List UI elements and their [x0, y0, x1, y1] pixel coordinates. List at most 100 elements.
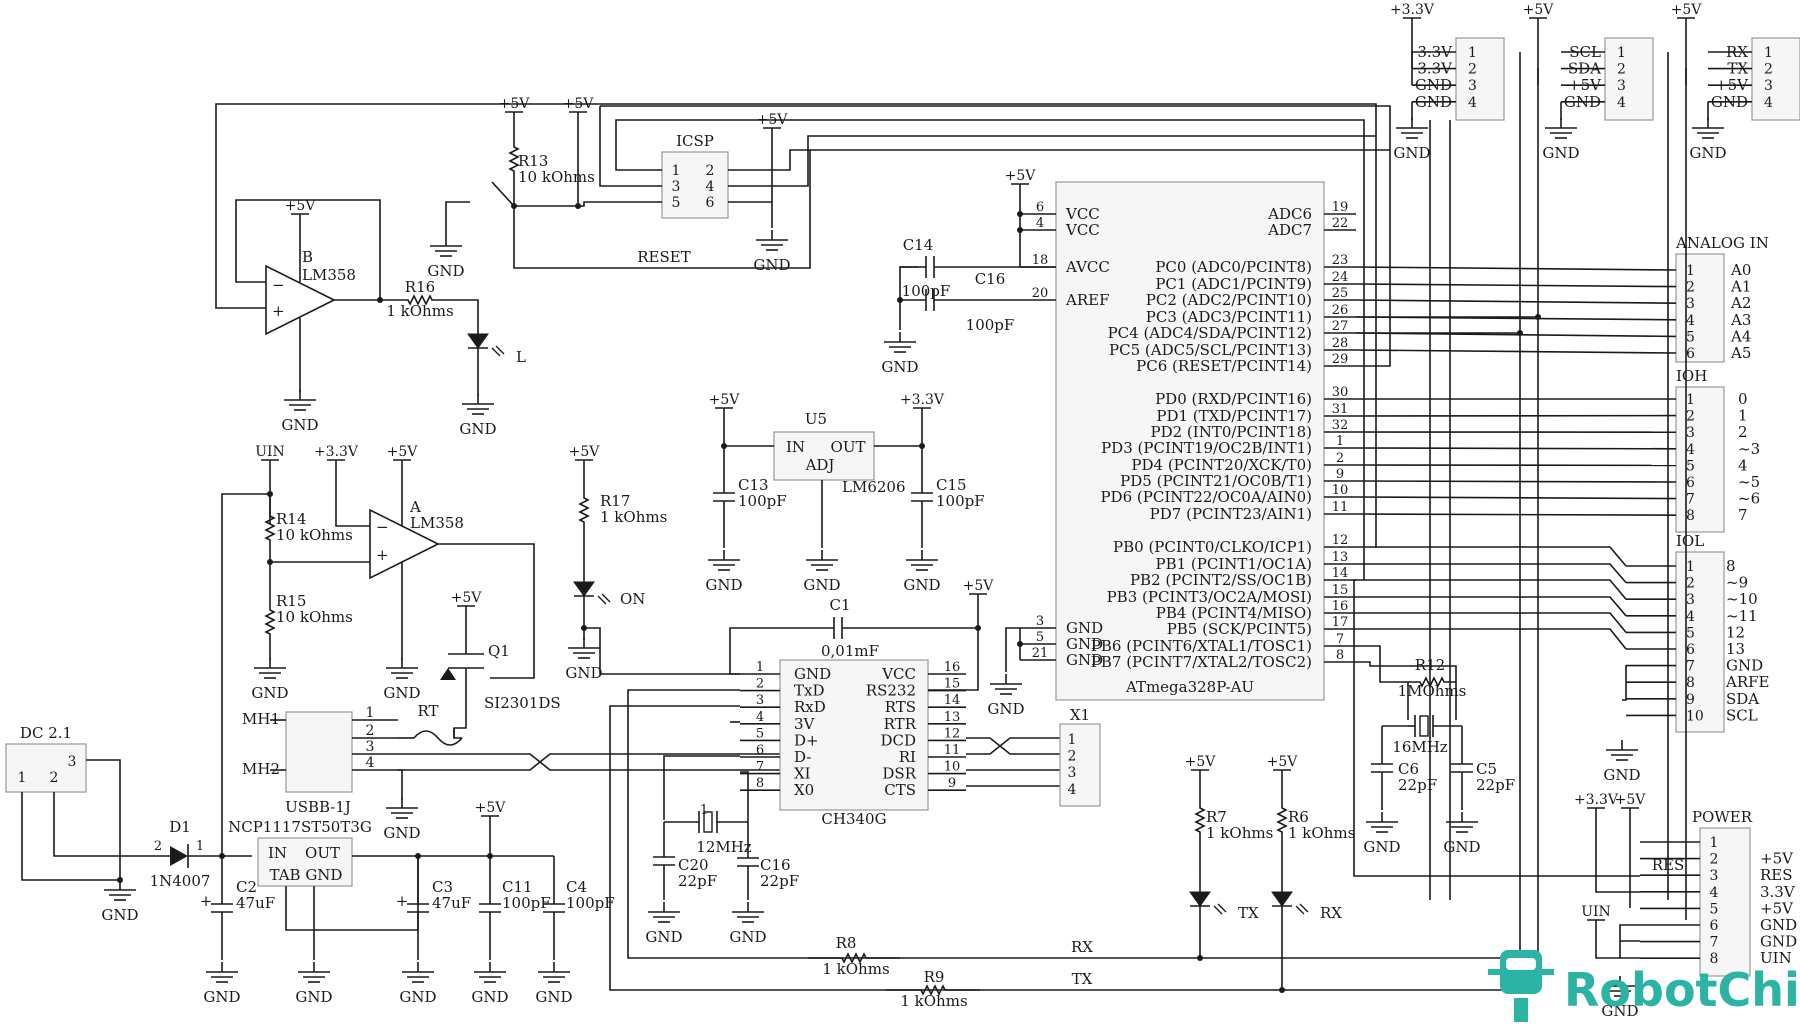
connector-coni2c	[1604, 37, 1654, 121]
analog-pin-label: A4	[1730, 327, 1751, 345]
led	[1189, 891, 1227, 915]
ch340-pin-name: TxD	[794, 682, 825, 700]
gnd-label: GND	[729, 928, 766, 946]
ground-symbol	[386, 658, 418, 679]
mcu-pin-num: 7	[1336, 632, 1344, 647]
opamp-b-plus: +	[272, 302, 285, 320]
r15-value: 10 kOhms	[276, 608, 353, 626]
u5-adj: ADJ	[805, 456, 835, 474]
r8-value: 1 kOhms	[822, 960, 889, 978]
iol-pin-num: 10	[1686, 708, 1704, 724]
analog-header	[1675, 253, 1725, 363]
r12-value: 1MOhms	[1398, 682, 1467, 700]
mcu-pin-num: 31	[1332, 402, 1349, 417]
analog-pin-label: A1	[1730, 278, 1751, 296]
gnd-label: GND	[881, 358, 918, 376]
ioh-pin-num: 2	[1686, 409, 1695, 425]
ch340-pin-name: RxD	[794, 698, 826, 716]
ground-symbol	[474, 962, 506, 983]
ncp-name: NCP1117ST50T3G	[228, 818, 372, 836]
led-on-label: ON	[620, 590, 645, 608]
analog-pin-label: A0	[1730, 261, 1751, 279]
gnd-label: GND	[471, 988, 508, 1006]
ground-symbol	[1366, 812, 1398, 833]
connector-pin-num: 1	[1468, 45, 1477, 61]
rail-label: UIN	[255, 444, 285, 460]
ch340-pin-name: RS232	[866, 682, 916, 700]
iol-pin-num: 8	[1686, 675, 1695, 691]
r16-value: 1 kOhms	[386, 302, 453, 320]
r7-value: 1 kOhms	[1206, 824, 1273, 842]
rail-label: +3.3V	[1390, 2, 1435, 18]
ioh-pin-label: 0	[1738, 390, 1748, 408]
iol-pin-label: SDA	[1726, 690, 1759, 708]
mcu-pin-name: PD5 (PCINT21/OC0B/T1)	[1120, 472, 1312, 490]
reset-label: RESET	[637, 248, 690, 266]
ground-symbol	[1396, 118, 1428, 139]
c15-label: C15	[936, 476, 967, 494]
mcu-pin-name: PC3 (ADC3/PCINT11)	[1146, 308, 1312, 326]
ioh-pin-num: 1	[1686, 392, 1695, 408]
junction-dot	[415, 853, 421, 859]
c11-value: 100pF	[502, 894, 551, 912]
usb-mh2: MH2	[242, 760, 280, 778]
connector-pin-num: 2	[1617, 62, 1626, 78]
analog-pin-label: A2	[1730, 294, 1751, 312]
mcu-pin-name: PB4 (PCINT4/MISO)	[1156, 604, 1312, 622]
mcu-pin-name: GND	[1066, 619, 1103, 637]
junction-dot	[1197, 955, 1203, 961]
ch340-pin-num: 14	[944, 693, 961, 708]
power-pin-num: 8	[1710, 951, 1719, 967]
ch340-pin-name: RI	[899, 748, 916, 766]
icsp-pin: 6	[706, 195, 715, 211]
resistor	[508, 112, 520, 206]
iol-pin-label: ~10	[1726, 590, 1758, 608]
r17-value: 1 kOhms	[600, 508, 667, 526]
mcu-pin-num: 26	[1332, 303, 1349, 318]
iol-pin-num: 6	[1686, 642, 1695, 658]
ch340-pin-name: D-	[794, 748, 811, 766]
ground-symbol	[386, 798, 418, 819]
mcu-pin-name: PC5 (ADC5/SCL/PCINT13)	[1109, 341, 1312, 359]
x1-pin: 3	[1068, 765, 1077, 781]
c4-label: C4	[566, 878, 587, 896]
power-header	[1699, 827, 1751, 977]
mcu-pin-num: 11	[1332, 500, 1349, 515]
atmega-name: ATmega328P-AU	[1125, 678, 1254, 696]
r7-label: R7	[1206, 808, 1227, 826]
c20-value: 22pF	[678, 872, 717, 890]
ground-symbol	[298, 962, 330, 983]
led	[1271, 891, 1309, 915]
ground-symbol	[756, 230, 788, 251]
junction-dot	[1017, 641, 1023, 647]
connector-con3v3	[1455, 37, 1505, 121]
connector-pin-num: 1	[1764, 45, 1773, 61]
mcu-pin-num: 21	[1032, 646, 1049, 661]
ground-symbol	[1446, 812, 1478, 833]
ground-symbol	[402, 962, 434, 983]
x1-pin: 2	[1068, 749, 1077, 765]
gnd-label: GND	[753, 256, 790, 274]
gnd-label: GND	[1689, 144, 1726, 162]
r17-label: R17	[600, 492, 630, 510]
gnd-label: GND	[1601, 1002, 1638, 1020]
ch340-pin-num: 16	[944, 660, 961, 675]
mcu-pin-num: 18	[1032, 253, 1049, 268]
gnd-label: GND	[459, 420, 496, 438]
c14-value: 100pF	[902, 282, 951, 300]
power-title: POWER	[1692, 808, 1753, 826]
iol-pin-num: 2	[1686, 576, 1695, 592]
ground-symbol	[538, 962, 570, 983]
dc-title: DC 2.1	[20, 724, 72, 742]
opamp-a-plus: +	[376, 546, 389, 564]
icsp-pin: 5	[672, 195, 681, 211]
mcu-pin-name: PC4 (ADC4/SDA/PCINT12)	[1108, 324, 1312, 342]
junction-dot	[1279, 987, 1285, 993]
ch340-pin-num: 6	[756, 743, 764, 758]
ch340-pin-name: DCD	[880, 731, 916, 749]
usb-pin: 1	[366, 705, 375, 721]
c13-label: C13	[738, 476, 769, 494]
power-pin-num: 4	[1710, 885, 1719, 901]
gnd-label: GND	[1542, 144, 1579, 162]
rail-label: +3.3V	[314, 444, 359, 460]
